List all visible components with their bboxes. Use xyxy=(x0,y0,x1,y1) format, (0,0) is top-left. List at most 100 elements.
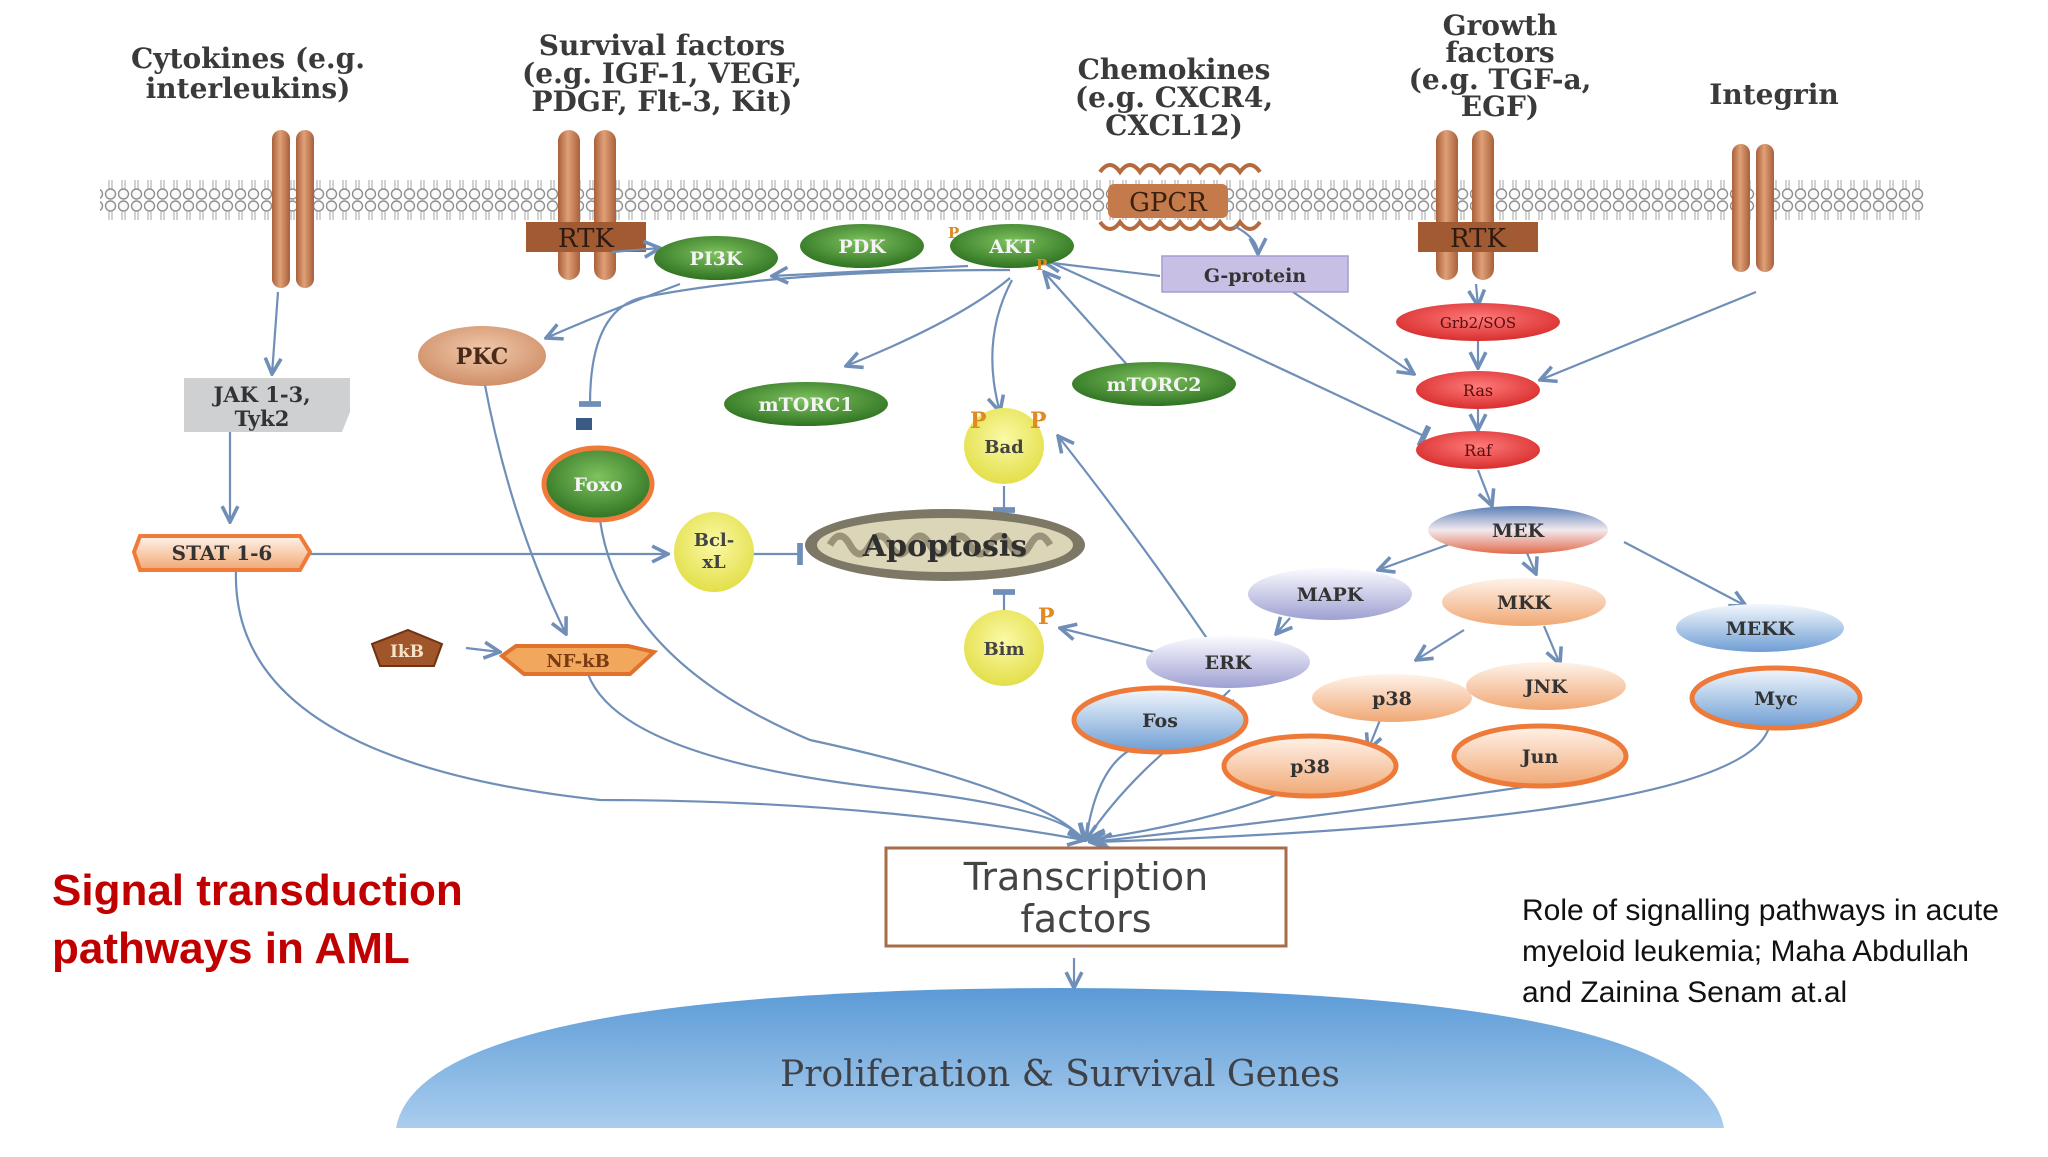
header-line: (e.g. TGF-a, xyxy=(1409,63,1592,96)
node-ras: Ras xyxy=(1416,371,1540,409)
node-label: Raf xyxy=(1464,441,1493,460)
node-label: Bcl- xyxy=(694,530,734,551)
arrow-akt-bad xyxy=(992,279,1013,412)
node-label: Jun xyxy=(1520,746,1559,768)
foxo-inhibit-marker xyxy=(576,418,592,430)
node-label: NF-kB xyxy=(546,651,610,672)
arrow-jun-tf xyxy=(1090,784,1531,842)
slide-title: Signal transduction pathways in AML xyxy=(52,862,572,978)
node-mapk: MAPK xyxy=(1248,568,1412,620)
node-erk: ERK xyxy=(1146,636,1310,688)
arrow-p38-tf xyxy=(1090,788,1289,840)
proliferation-genes-dome: Proliferation & Survival Genes xyxy=(396,988,1724,1128)
node-label: PKC xyxy=(456,344,509,370)
node-grb2-sos: Grb2/SOS xyxy=(1396,303,1560,341)
node-label: PI3K xyxy=(690,248,744,270)
node-jak: JAK 1-3, Tyk2 xyxy=(184,378,350,432)
rtk-receptor-left: RTK xyxy=(526,130,646,280)
rtk-right-label: RTK xyxy=(1450,224,1506,254)
arrow-integrin-ras xyxy=(1540,290,1757,380)
node-jnk: JNK xyxy=(1466,662,1626,710)
citation-line: myeloid leukemia; Maha Abdullah xyxy=(1522,935,1969,968)
node-label: mTORC1 xyxy=(759,394,854,416)
node-mekk: MEKK xyxy=(1676,604,1844,652)
arrow-akt-foxo xyxy=(578,268,1011,407)
node-label: PDK xyxy=(838,236,887,258)
arrow-akt-mtorc1 xyxy=(846,277,1011,366)
node-label: mTORC2 xyxy=(1107,374,1202,396)
transcription-factors-box: Transcription factors xyxy=(884,846,1288,948)
cell-membrane xyxy=(100,174,1924,224)
node-ikb: IkB xyxy=(370,628,444,667)
gpcr-receptor: GPCR xyxy=(1098,163,1262,231)
node-label: p38 xyxy=(1372,688,1412,710)
node-stat: STAT 1-6 xyxy=(131,534,313,572)
node-g-protein: G-protein xyxy=(1161,255,1349,293)
header-line: Chemokines xyxy=(1078,53,1271,86)
node-mkk: MKK xyxy=(1442,578,1606,626)
citation: Role of signalling pathways in acute mye… xyxy=(1522,890,2042,1013)
transcription-label: Transcription xyxy=(963,855,1208,899)
rtk-receptor-right: RTK xyxy=(1418,130,1538,280)
node-label: Foxo xyxy=(573,474,622,496)
node-bcl-xl: Bcl- xL xyxy=(674,512,754,592)
node-label: MEKK xyxy=(1726,618,1796,640)
arrow-raf-mek xyxy=(1476,469,1492,506)
arrow-gprotein-akt xyxy=(1044,262,1161,278)
node-label: G-protein xyxy=(1204,265,1307,287)
arrow-mkk-jnk xyxy=(1542,625,1560,664)
node-pi3k: PI3K xyxy=(654,236,778,280)
arrow-cytokine-jak xyxy=(272,291,278,374)
slide-title-line: Signal transduction xyxy=(52,866,463,915)
phospho-marker: P xyxy=(1030,408,1047,434)
header-line: interleukins) xyxy=(146,72,351,105)
phospho-marker: P xyxy=(948,224,959,242)
header-line: factors xyxy=(1445,36,1554,69)
node-label: ERK xyxy=(1205,652,1253,674)
header-line: (e.g. CXCR4, xyxy=(1075,81,1273,114)
header-chemokines: Chemokines (e.g. CXCR4, CXCL12) xyxy=(1075,53,1273,142)
node-label: Apoptosis xyxy=(862,529,1027,564)
arrow-mkk-p38 xyxy=(1416,629,1465,660)
arrow-gprotein-ras xyxy=(1289,289,1414,374)
node-label: Fos xyxy=(1142,710,1178,732)
arrow-erk-bad xyxy=(1058,436,1209,641)
node-nfkb: NF-kB xyxy=(498,644,659,676)
phospho-marker: P xyxy=(1036,256,1047,274)
arrow-mek-mekk xyxy=(1623,541,1746,606)
node-mtorc1: mTORC1 xyxy=(724,382,888,426)
node-mek: MEK xyxy=(1428,506,1608,554)
node-label: p38 xyxy=(1290,756,1330,778)
node-label: Bad xyxy=(984,437,1024,458)
header-growth-factors: Growth factors (e.g. TGF-a, EGF) xyxy=(1409,9,1592,123)
node-label: JAK 1-3, xyxy=(211,382,310,407)
node-label: Ras xyxy=(1463,381,1493,400)
phospho-marker: P xyxy=(1038,604,1055,630)
arrow-nfkb-tf xyxy=(586,673,1084,840)
arrow-akt-raf xyxy=(1049,260,1432,448)
node-label: Tyk2 xyxy=(235,406,290,431)
header-line: PDGF, Flt-3, Kit) xyxy=(531,85,792,118)
phospho-marker: P xyxy=(970,408,987,434)
arrow-mek-mapk xyxy=(1378,542,1451,570)
node-label: Myc xyxy=(1754,688,1798,710)
arrow-pkc-nfkb xyxy=(482,379,566,634)
node-pdk: PDK xyxy=(800,224,924,268)
arrow-mtorc2-akt xyxy=(1044,272,1131,369)
header-line: (e.g. IGF-1, VEGF, xyxy=(522,57,802,90)
arrow-stat-tf xyxy=(234,569,1084,840)
header-line: Cytokines (e.g. xyxy=(131,42,365,75)
node-label: MEK xyxy=(1492,520,1546,542)
node-apoptosis: Apoptosis xyxy=(805,509,1085,581)
rtk-left-label: RTK xyxy=(558,224,614,254)
arrow-akt-pi3k xyxy=(772,264,969,276)
node-label: MKK xyxy=(1497,592,1553,614)
node-mtorc2: mTORC2 xyxy=(1072,362,1236,406)
node-jun: Jun xyxy=(1451,723,1629,789)
node-p38-upper: p38 xyxy=(1312,674,1472,722)
pathway-arrows xyxy=(230,225,1772,988)
citation-line: and Zainina Senam at.al xyxy=(1522,976,1848,1009)
arrow-foxo-tf xyxy=(598,519,1084,840)
cytokine-receptor xyxy=(272,130,314,288)
